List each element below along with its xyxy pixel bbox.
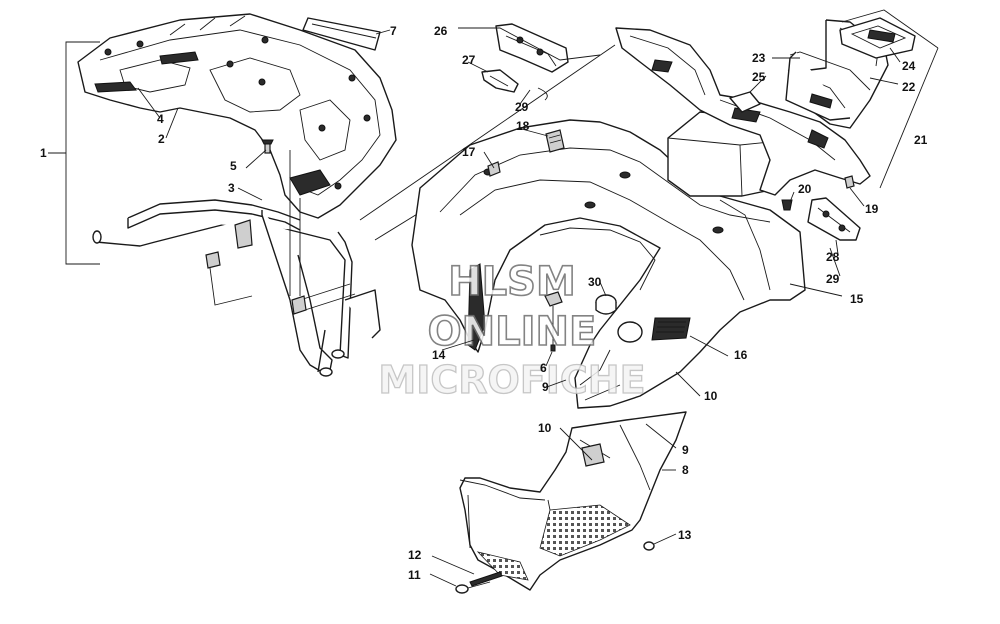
callout-26: 26 — [434, 24, 448, 38]
side-bracket-lower[interactable] — [807, 197, 861, 241]
callout-14: 14 — [432, 348, 446, 362]
callout-27: 27 — [462, 53, 476, 67]
fastener-11-part[interactable] — [455, 581, 491, 594]
callout-12: 12 — [408, 548, 422, 562]
callout-9b: 9 — [682, 443, 689, 457]
callout-30: 30 — [588, 275, 602, 289]
callout-11: 11 — [408, 568, 421, 582]
callout-1: 1 — [40, 146, 47, 160]
callout-7: 7 — [390, 24, 397, 38]
fender-emblem[interactable] — [545, 129, 565, 153]
callout-29a: 29 — [515, 100, 529, 114]
rack-assembly-bracket — [48, 41, 100, 265]
watermark: HLSM ONLINE MICROFICHE — [378, 258, 646, 402]
rack-to-fender-leader — [359, 44, 616, 221]
bolt-part[interactable] — [261, 139, 274, 154]
callout-17: 17 — [462, 145, 476, 159]
decal-strip[interactable] — [302, 17, 381, 51]
screw-19-part[interactable] — [844, 175, 855, 189]
group-21-leader-b — [841, 9, 939, 49]
group-21-leader-a — [879, 47, 939, 189]
bracket-clip-part[interactable] — [481, 69, 519, 93]
footwell-part[interactable] — [459, 411, 687, 591]
strip-12-part[interactable] — [469, 571, 503, 587]
watermark-line3: MICROFICHE — [378, 358, 645, 402]
frame-mount-leaders — [209, 150, 301, 306]
callout-2: 2 — [158, 132, 165, 146]
callout-15: 15 — [850, 292, 864, 306]
callout-5: 5 — [230, 159, 237, 173]
bracket-26-leader — [458, 27, 601, 61]
callout-9a: 9 — [542, 380, 549, 394]
callout-29b: 29 — [826, 272, 840, 286]
callout-18: 18 — [516, 119, 530, 133]
callout-3: 3 — [228, 181, 235, 195]
callout-19: 19 — [865, 202, 879, 216]
tail-panel-part[interactable] — [615, 27, 871, 196]
push-rivet-part[interactable] — [544, 291, 563, 352]
rack-tube-frame[interactable] — [92, 199, 381, 377]
watermark-line1: HLSM — [448, 259, 576, 305]
callout-16: 16 — [734, 348, 748, 362]
callout-20: 20 — [798, 182, 812, 196]
callout-22: 22 — [902, 80, 916, 94]
reflector-bracket[interactable] — [839, 17, 916, 59]
callout-13: 13 — [678, 528, 692, 542]
callout-21: 21 — [914, 133, 928, 147]
washer-13-part[interactable] — [643, 541, 655, 551]
callout-layer: 1 2 3 4 5 6 7 8 9 9 10 10 11 12 13 14 15… — [40, 24, 928, 587]
fuel-cap-part[interactable] — [595, 294, 617, 315]
callout-10a: 10 — [704, 389, 718, 403]
bolt-20-part[interactable] — [781, 199, 793, 211]
callout-4: 4 — [157, 112, 164, 126]
callout-8: 8 — [682, 463, 689, 477]
watermark-line2: ONLINE — [428, 309, 597, 355]
callout-24: 24 — [902, 59, 916, 73]
side-bracket-upper[interactable] — [495, 23, 569, 73]
callout-28: 28 — [826, 250, 840, 264]
callout-23: 23 — [752, 51, 766, 65]
callout-25: 25 — [752, 70, 766, 84]
rear-rack-part[interactable] — [77, 13, 397, 219]
callout-10b: 10 — [538, 421, 552, 435]
fender-fastener[interactable] — [487, 161, 501, 177]
callout-6: 6 — [540, 361, 547, 375]
